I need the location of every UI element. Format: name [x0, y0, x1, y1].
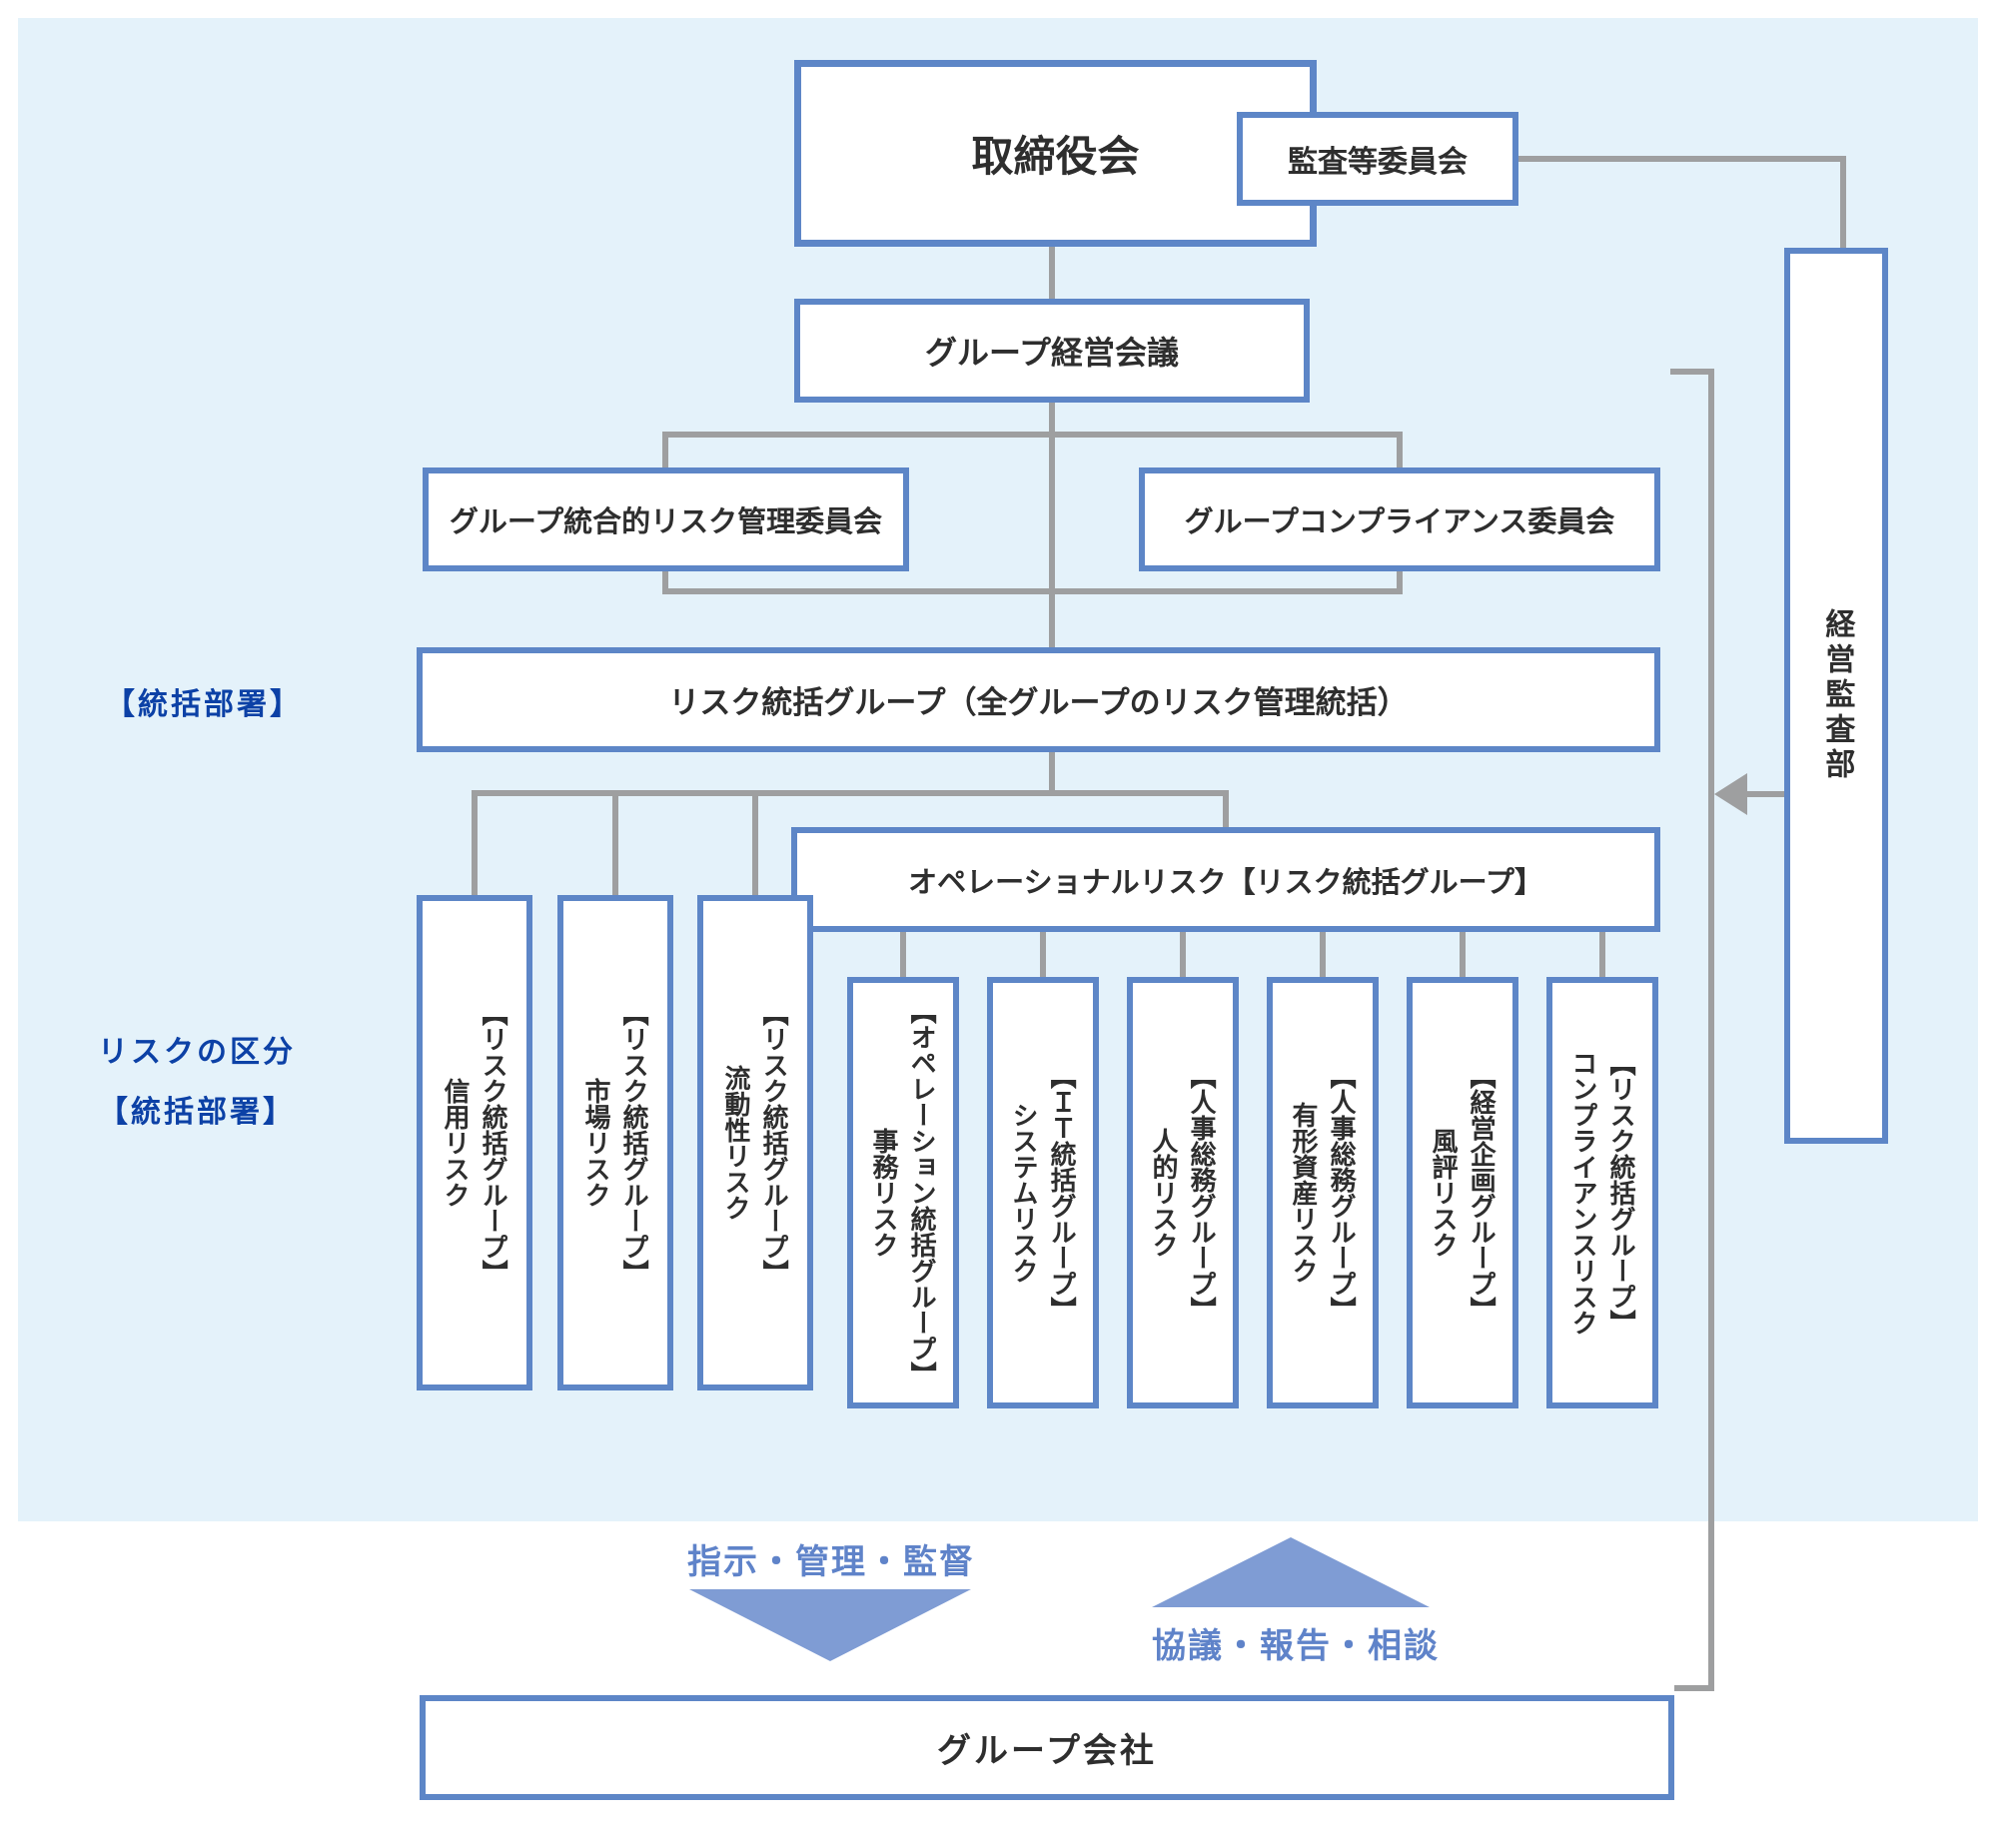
connector-drop-clerical — [900, 932, 906, 979]
node-group-companies-label: グループ会社 — [937, 1732, 1157, 1770]
node-group-companies: グループ会社 — [420, 1695, 1674, 1800]
connector-rightline-bottom-stub — [1674, 1685, 1714, 1691]
risk-box-system: 【ＩＴ統括グループ】 システムリスク — [987, 977, 1099, 1408]
connector-management-to-riskgroup — [1049, 403, 1055, 649]
risk-box-clerical-risk: 事務リスク — [869, 1128, 899, 1258]
connector-drop-operational — [1223, 793, 1229, 829]
risk-box-tangible-asset-risk: 有形資産リスク — [1289, 1102, 1319, 1284]
label-control-department: 【統括部署】 — [105, 679, 303, 723]
connector-drop-market — [612, 793, 618, 897]
risk-box-liquidity-risk: 流動性リスク — [721, 1065, 751, 1221]
label-risk-category-1-text: リスクの区分 — [98, 1036, 296, 1069]
node-operational-risk: オペレーショナルリスク【リスク統括グループ】 — [791, 827, 1660, 932]
risk-box-market-risk: 市場リスク — [581, 1078, 611, 1208]
risk-box-human: 【人事総務グループ】 人的リスク — [1127, 977, 1239, 1408]
label-flow-up-text: 協議・報告・相談 — [1152, 1627, 1440, 1665]
label-risk-category-1: リスクの区分 — [98, 1027, 296, 1071]
risk-box-credit: 【リスク統括グループ】 信用リスク — [417, 895, 532, 1390]
node-management-audit-department-text: 経営監査部 — [1815, 608, 1858, 783]
connector-committee-branch-top — [662, 432, 1403, 438]
node-group-management-meeting: グループ経営会議 — [794, 299, 1310, 403]
connector-board-to-management — [1049, 247, 1055, 299]
node-board-of-directors: 取締役会 — [794, 60, 1317, 247]
connector-drop-tangible — [1320, 932, 1326, 979]
risk-box-liquidity-group: 【リスク統括グループ】 — [759, 1000, 790, 1286]
node-group-management-label: グループ経営会議 — [924, 335, 1180, 371]
risk-box-clerical-text: 【オペレーション統括グループ】 事務リスク — [865, 998, 941, 1387]
risk-box-system-risk: システムリスク — [1009, 1102, 1039, 1284]
label-flow-down-text: 指示・管理・監督 — [687, 1543, 975, 1581]
flow-down-triangle-icon — [689, 1589, 971, 1661]
connector-drop-human — [1180, 932, 1186, 979]
connector-drop-compliance-risk — [1599, 932, 1605, 979]
connector-drop-risk-committee — [662, 435, 668, 467]
node-integrated-risk-committee: グループ統合的リスク管理委員会 — [423, 467, 909, 571]
label-control-department-text: 【統括部署】 — [105, 688, 303, 721]
node-integrated-risk-committee-label: グループ統合的リスク管理委員会 — [449, 506, 883, 538]
node-board-label: 取締役会 — [971, 133, 1140, 180]
risk-box-tangible-asset-group: 【人事総務グループ】 — [1327, 1063, 1358, 1323]
connector-riskgroup-down — [1049, 752, 1055, 796]
flow-up-triangle-icon — [1152, 1537, 1430, 1607]
risk-box-market-group: 【リスク統括グループ】 — [619, 1000, 650, 1286]
risk-box-market: 【リスク統括グループ】 市場リスク — [557, 895, 673, 1390]
label-flow-down: 指示・管理・監督 — [687, 1534, 975, 1583]
connector-drop-liquidity — [752, 793, 758, 897]
label-flow-up: 協議・報告・相談 — [1152, 1618, 1440, 1667]
risk-box-liquidity-text: 【リスク統括グループ】 流動性リスク — [717, 1000, 793, 1286]
risk-box-liquidity: 【リスク統括グループ】 流動性リスク — [697, 895, 813, 1390]
label-risk-category-2-text: 【統括部署】 — [98, 1096, 296, 1129]
connector-rightline-vertical — [1708, 369, 1714, 1691]
risk-box-reputation: 【経営企画グループ】 風評リスク — [1407, 977, 1518, 1408]
risk-box-reputation-text: 【経営企画グループ】 風評リスク — [1425, 1063, 1500, 1323]
connector-riskrow-branch — [472, 790, 1229, 796]
risk-box-compliance: 【リスク統括グループ】 コンプライアンスリスク — [1546, 977, 1658, 1408]
risk-box-tangible-asset: 【人事総務グループ】 有形資産リスク — [1267, 977, 1379, 1408]
node-risk-control-group: リスク統括グループ（全グループのリスク管理統括） — [417, 647, 1660, 752]
risk-box-compliance-text: 【リスク統括グループ】 コンプライアンスリスク — [1564, 1050, 1640, 1336]
risk-box-human-text: 【人事総務グループ】 人的リスク — [1145, 1063, 1221, 1323]
connector-drop-system — [1040, 932, 1046, 979]
risk-box-human-group: 【人事総務グループ】 — [1187, 1063, 1218, 1323]
risk-box-compliance-group: 【リスク統括グループ】 — [1606, 1050, 1637, 1336]
connector-committee-branch-bottom — [662, 588, 1403, 594]
node-audit-committee-label: 監査等委員会 — [1288, 146, 1468, 179]
risk-box-reputation-risk: 風評リスク — [1429, 1128, 1459, 1258]
node-compliance-committee-label: グループコンプライアンス委員会 — [1184, 506, 1615, 538]
connector-auditdept-arrow-line — [1747, 791, 1784, 797]
connector-auditcommittee-vertical — [1840, 156, 1846, 250]
risk-box-credit-risk: 信用リスク — [441, 1078, 471, 1208]
node-management-audit-department: 経営監査部 — [1784, 248, 1888, 1144]
label-risk-category-2: 【統括部署】 — [98, 1087, 296, 1131]
node-management-audit-department-label: 経営監査部 — [1820, 608, 1854, 783]
node-audit-committee: 監査等委員会 — [1237, 112, 1518, 206]
connector-drop-compliance-committee — [1397, 435, 1403, 467]
risk-box-system-group: 【ＩＴ統括グループ】 — [1047, 1063, 1078, 1323]
connector-rightline-top-stub — [1670, 369, 1714, 375]
risk-box-credit-text: 【リスク統括グループ】 信用リスク — [437, 1000, 512, 1286]
connector-drop-reputation — [1460, 932, 1466, 979]
node-risk-control-group-label: リスク統括グループ（全グループのリスク管理統括） — [668, 685, 1409, 720]
connector-drop-credit — [472, 793, 478, 897]
risk-box-compliance-risk: コンプライアンスリスク — [1568, 1050, 1598, 1336]
risk-box-human-risk: 人的リスク — [1149, 1128, 1179, 1258]
risk-box-clerical-group: 【オペレーション統括グループ】 — [907, 998, 938, 1387]
risk-box-system-text: 【ＩＴ統括グループ】 システムリスク — [1005, 1063, 1081, 1323]
auditdept-arrow-icon — [1714, 773, 1747, 815]
risk-box-reputation-group: 【経営企画グループ】 — [1467, 1063, 1498, 1323]
node-operational-risk-label: オペレーショナルリスク【リスク統括グループ】 — [908, 866, 1543, 899]
connector-auditcommittee-horizontal — [1518, 156, 1846, 162]
node-compliance-committee: グループコンプライアンス委員会 — [1139, 467, 1660, 571]
risk-box-tangible-asset-text: 【人事総務グループ】 有形資産リスク — [1285, 1063, 1361, 1323]
risk-box-market-text: 【リスク統括グループ】 市場リスク — [577, 1000, 653, 1286]
risk-box-credit-group: 【リスク統括グループ】 — [479, 1000, 509, 1286]
connector-riskcommittee-down — [662, 571, 668, 594]
risk-box-clerical: 【オペレーション統括グループ】 事務リスク — [847, 977, 959, 1408]
connector-compliancecommittee-down — [1397, 571, 1403, 594]
